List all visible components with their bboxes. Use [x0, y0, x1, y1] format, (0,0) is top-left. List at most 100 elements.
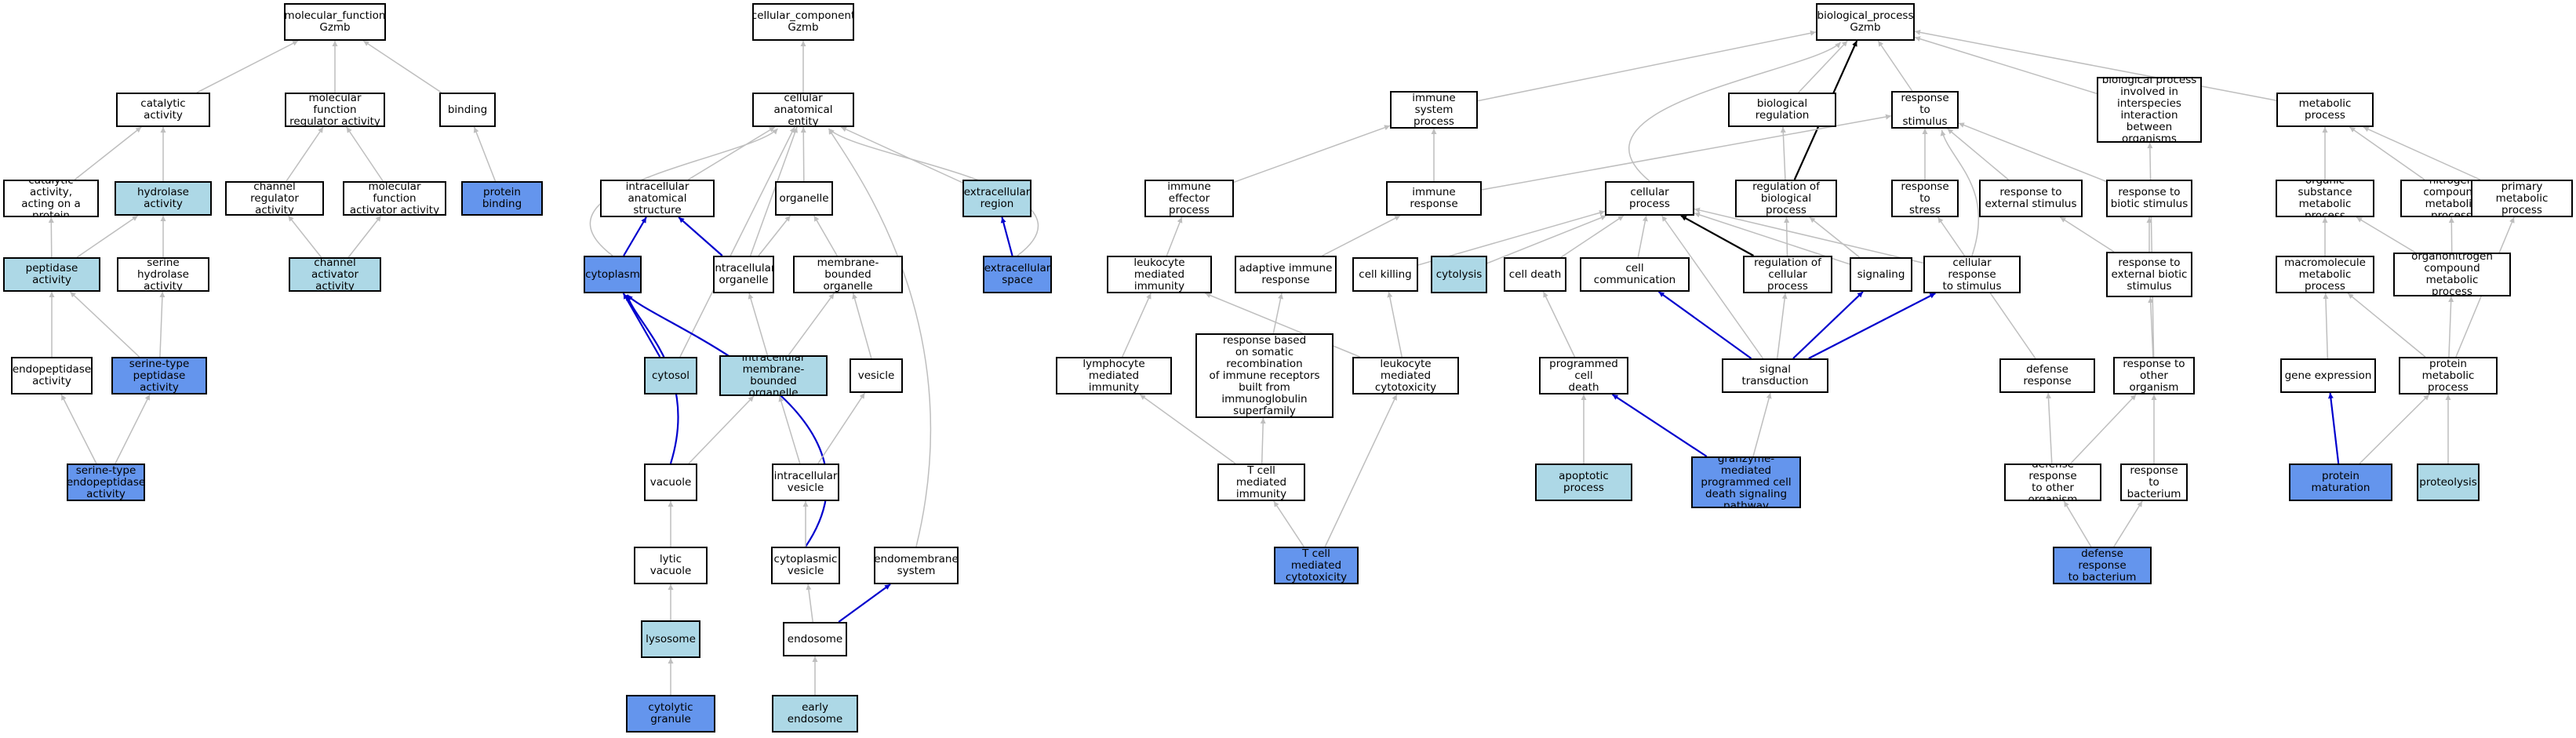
go-term-defense-other: defense response to other organism: [2004, 464, 2101, 501]
edge-cell-resp-stim-to-resp-stim: [1940, 129, 1980, 256]
go-term-adaptive-immune: adaptive immune response: [1235, 256, 1337, 293]
go-term-signaling: signaling: [1850, 257, 1912, 292]
edge-cell-death-to-cellular-process: [1560, 215, 1625, 258]
edge-peptidase-to-hydrolase: [76, 215, 139, 258]
edge-resp-other-org-to-resp-ext-biotic: [2148, 296, 2154, 358]
go-term-protein-binding: protein binding: [461, 181, 543, 216]
edge-tcell-cytotox-to-leuk-cytotox: [1324, 394, 1398, 547]
go-term-cyto-vesicle: cytoplasmic vesicle: [771, 547, 840, 584]
go-term-mb-organelle: membrane-bounded organelle: [793, 256, 903, 293]
edge-extracellular-space-to-extracellular-region: [1000, 216, 1013, 256]
edge-extracellular-space-to-cell-anat: [828, 128, 1039, 256]
edge-protein-met-to-organonitrogen: [2448, 296, 2454, 358]
go-term-resp-other-org: response to other organism: [2113, 357, 2195, 394]
go-term-resp-bacterium: response to bacterium: [2120, 464, 2188, 501]
edge-reg-bio-to-bio-reg: [1780, 126, 1786, 180]
edge-intra-organelle-to-intra-anat: [678, 216, 723, 256]
edge-protein-maturation-to-gene-expression: [2327, 392, 2340, 464]
go-term-cytolysis: cytolysis: [1431, 256, 1487, 293]
edge-cytosol-to-cell-anat: [679, 126, 795, 358]
go-term-endomembrane: endomembrane system: [874, 547, 959, 584]
edge-intra-vesicle-to-vesicle: [817, 392, 866, 464]
go-term-granzyme: granzyme-mediated programmed cell death …: [1691, 456, 1801, 508]
go-term-intra-organelle: intracellular organelle: [713, 256, 774, 293]
go-term-extracellular-region: extracellular region: [962, 180, 1031, 217]
go-term-intra-anat: intracellular anatomical structure: [600, 180, 715, 217]
edge-immune-response-to-resp-stim: [1481, 114, 1892, 191]
edge-defense-bacterium-to-resp-bacterium: [2113, 500, 2143, 547]
go-term-tcell-immunity: T cell mediated immunity: [1217, 464, 1305, 501]
go-term-tcell-cytotox: T cell mediated cytotoxicity: [1274, 547, 1359, 584]
go-term-resp-stress: response to stress: [1891, 180, 1959, 217]
edge-nitrogen-met-to-metabolic: [2349, 126, 2425, 180]
edge-vacuole-to-intra-mb-organelle: [688, 395, 755, 464]
edge-resp-ext-to-resp-stim: [1947, 128, 2009, 180]
edge-channel-activator-to-channel-reg: [287, 215, 322, 258]
go-term-cc-root: cellular_component Gzmb: [752, 3, 854, 41]
go-term-macromol-met: macromolecule metabolic process: [2276, 256, 2374, 293]
go-term-defense-bacterium: defense response to bacterium: [2053, 547, 2152, 584]
edge-peptidase-to-cat-protein: [48, 216, 54, 258]
edge-leuk-cytotox-to-leuk-immunity: [1205, 293, 1360, 358]
edge-gene-expression-to-macromol-met: [2323, 293, 2329, 359]
go-term-protein-met: protein metabolic process: [2399, 357, 2498, 394]
go-term-adaptive-somatic: adaptive immune response based on somati…: [1195, 333, 1333, 418]
go-term-mf-regulator: molecular function regulator activity: [285, 93, 385, 127]
go-term-cell-anat: cellular anatomical entity: [752, 93, 854, 127]
go-term-cell-death: cell death: [1504, 257, 1566, 292]
edge-leuk-immunity-to-immune-effector: [1166, 216, 1183, 256]
edge-mb-organelle-to-organelle: [813, 215, 838, 256]
edge-vesicle-to-mb-organelle: [852, 293, 872, 359]
edge-organelle-to-cell-anat: [800, 126, 806, 182]
go-term-resp-ext-biotic: response to external biotic stimulus: [2106, 252, 2192, 297]
go-term-bio-reg: biological regulation: [1728, 93, 1836, 127]
edge-granzyme-to-signal-transduction: [1752, 392, 1772, 457]
go-term-cell-comm: cell communication: [1580, 257, 1690, 292]
edge-serine-endopeptidase-to-endopeptidase: [60, 394, 97, 464]
edge-signaling-to-cellular-process: [1694, 212, 1850, 265]
go-term-organelle: organelle: [775, 181, 833, 216]
edge-intra-organelle-to-cell-anat: [749, 126, 798, 256]
go-term-early-endosome: early endosome: [772, 695, 858, 733]
go-term-cell-killing: cell killing: [1352, 257, 1418, 292]
edge-signal-transduction-to-reg-cell: [1776, 293, 1788, 359]
go-term-mf-root: molecular_function Gzmb: [284, 3, 386, 41]
go-term-prog-death: programmed cell death: [1539, 357, 1628, 394]
edge-intra-mb-organelle-to-intra-organelle: [748, 293, 769, 356]
edge-signal-transduction-to-cell-resp-stim: [1808, 293, 1936, 359]
go-term-lymph-immunity: lymphocyte mediated immunity: [1056, 357, 1172, 394]
go-term-resp-ext: response to external stimulus: [1979, 180, 2083, 217]
go-term-reg-bio: regulation of biological process: [1735, 180, 1837, 217]
go-term-intra-mb-organelle: intracellular membrane-bounded organelle: [719, 355, 828, 396]
edge-tcell-immunity-to-lymph-immunity: [1139, 394, 1236, 464]
edge-immune-effector-to-immune-system: [1233, 125, 1391, 184]
edge-serine-peptidase-to-peptidase: [69, 291, 140, 358]
edge-endosome-to-cyto-vesicle: [806, 583, 813, 623]
edge-serine-peptidase-to-serine-hydrolase: [159, 291, 166, 358]
go-term-peptidase: peptidase activity: [3, 257, 100, 292]
go-term-vesicle: vesicle: [850, 358, 903, 393]
edge-primary-met-to-metabolic: [2363, 126, 2480, 180]
edge-signal-transduction-to-cell-comm: [1657, 291, 1752, 359]
go-term-hydrolase: hydrolase activity: [115, 181, 212, 216]
edge-serine-endopeptidase-to-serine-peptidase: [115, 394, 151, 464]
edge-tcell-immunity-to-adaptive-somatic: [1260, 417, 1266, 464]
go-term-cytoplasm: cytoplasm: [584, 256, 642, 293]
go-term-lysosome: lysosome: [641, 620, 700, 658]
edge-endosome-to-endomembrane: [838, 583, 891, 623]
edge-cytoplasm-to-intra-anat: [623, 216, 647, 256]
edge-protein-maturation-to-protein-met: [2359, 394, 2430, 464]
edge-mf-activator-to-mf-regulator: [346, 126, 384, 182]
go-term-serine-endopeptidase: serine-type endopeptidase activity: [67, 464, 145, 501]
go-term-leuk-cytotox: leukocyte mediated cytotoxicity: [1352, 357, 1459, 394]
go-term-proteolysis: proteolysis: [2417, 464, 2480, 501]
go-term-intra-vesicle: intracellular vesicle: [772, 464, 839, 501]
edge-adaptive-somatic-to-adaptive-immune: [1272, 293, 1283, 334]
edge-signal-transduction-to-cellular-process: [1661, 215, 1764, 359]
edge-cytolysis-to-cellular-process: [1486, 215, 1607, 264]
go-term-endopeptidase: endopeptidase activity: [11, 357, 93, 394]
go-term-vacuole: vacuole: [644, 464, 697, 501]
edge-tcell-cytotox-to-tcell-immunity: [1273, 500, 1304, 547]
